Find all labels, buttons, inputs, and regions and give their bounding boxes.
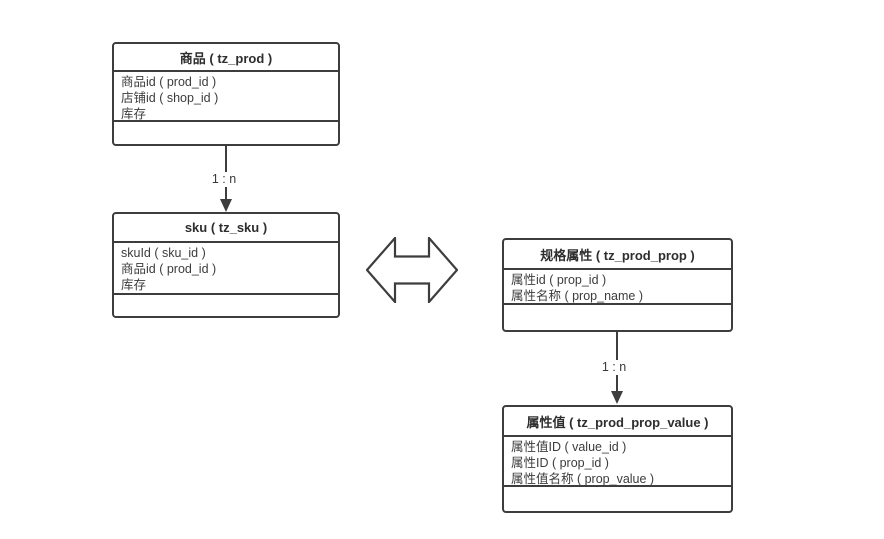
entity-sku-empty-section xyxy=(114,295,338,316)
entity-prod-title: 商品 ( tz_prod ) xyxy=(114,44,338,72)
entity-field: 属性名称 ( prop_name ) xyxy=(511,289,643,303)
entity-field: 商品id ( prod_id ) xyxy=(121,75,217,89)
entity-field: 属性值ID ( value_id ) xyxy=(511,440,627,454)
entity-field: 店铺id ( shop_id ) xyxy=(121,91,219,105)
entity-prod-fields: 商品id ( prod_id ) 店铺id ( shop_id ) 库存 xyxy=(114,72,338,122)
entity-prod-prop-empty-section xyxy=(504,305,731,330)
entity-prod-prop-value-title: 属性值 ( tz_prod_prop_value ) xyxy=(504,407,731,437)
entity-prod-prop: 规格属性 ( tz_prod_prop ) 属性id ( prop_id ) 属… xyxy=(502,238,733,332)
entity-field: 库存 xyxy=(121,107,147,121)
entity-sku: sku ( tz_sku ) skuId ( sku_id ) 商品id ( p… xyxy=(112,212,340,318)
entity-field: 属性ID ( prop_id ) xyxy=(511,456,609,470)
entity-sku-fields: skuId ( sku_id ) 商品id ( prod_id ) 库存 xyxy=(114,243,338,295)
entity-prod-prop-fields: 属性id ( prop_id ) 属性名称 ( prop_name ) xyxy=(504,270,731,305)
entity-sku-title: sku ( tz_sku ) xyxy=(114,214,338,243)
connector-prop-propvalue-label: 1 : n xyxy=(584,360,644,375)
arrowhead-down-icon xyxy=(220,199,232,212)
entity-prod-prop-value: 属性值 ( tz_prod_prop_value ) 属性值ID ( value… xyxy=(502,405,733,513)
entity-prod-prop-value-empty-section xyxy=(504,487,731,511)
double-arrow-icon xyxy=(366,237,458,303)
entity-field: 商品id ( prod_id ) xyxy=(121,262,217,276)
entity-field: 属性值名称 ( prop_value ) xyxy=(511,472,655,486)
entity-field: 库存 xyxy=(121,278,147,292)
entity-field: 属性id ( prop_id ) xyxy=(511,273,607,287)
entity-prod-prop-value-fields: 属性值ID ( value_id ) 属性ID ( prop_id ) 属性值名… xyxy=(504,437,731,487)
entity-prod: 商品 ( tz_prod ) 商品id ( prod_id ) 店铺id ( s… xyxy=(112,42,340,146)
connector-prod-sku-label: 1 : n xyxy=(194,172,254,187)
entity-field: skuId ( sku_id ) xyxy=(121,246,206,260)
arrowhead-down-icon xyxy=(611,391,623,404)
entity-prod-empty-section xyxy=(114,122,338,144)
entity-prod-prop-title: 规格属性 ( tz_prod_prop ) xyxy=(504,240,731,270)
